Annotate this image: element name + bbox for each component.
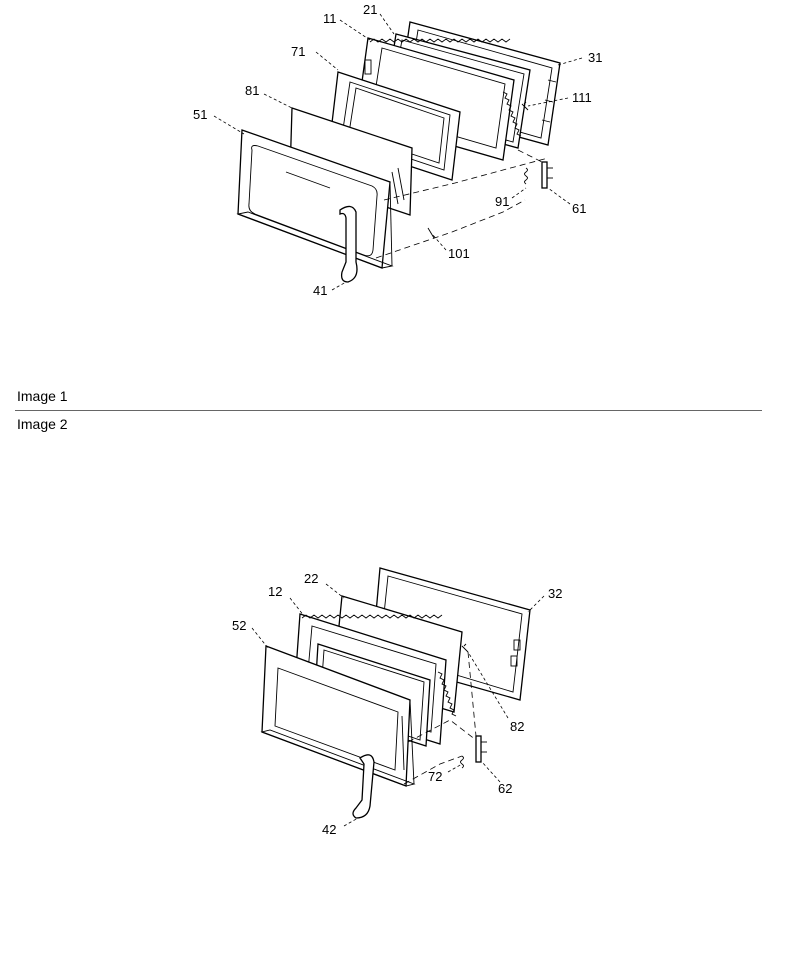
figure2-caption: Image 2: [17, 416, 68, 432]
label-101: 101: [448, 246, 470, 261]
label-71: 71: [291, 44, 305, 59]
part-91-spring: [524, 167, 528, 185]
label-32: 32: [548, 586, 562, 601]
label-81: 81: [245, 83, 259, 98]
label-21: 21: [363, 2, 377, 17]
part-82-screw: [461, 643, 469, 653]
part-111-screw: [521, 101, 529, 111]
label-62: 62: [498, 781, 512, 796]
label-61: 61: [572, 201, 586, 216]
label-12: 12: [268, 584, 282, 599]
part-42-handle: [352, 754, 375, 819]
part-71-gasket-frame: [329, 71, 461, 181]
figure1-drawing: 11 21 31 71 81 51 111 91 61 101 41: [193, 2, 602, 298]
part-61-latch: [541, 161, 553, 189]
label-72: 72: [428, 769, 442, 784]
figure2-drawing: 12 22 32 52 82 72 62 42: [232, 567, 562, 837]
label-42: 42: [322, 822, 336, 837]
label-111: 111: [572, 90, 592, 105]
part-72-spring: [460, 755, 464, 769]
part-52-outer-door: [260, 645, 416, 787]
label-51: 51: [193, 107, 207, 122]
label-82: 82: [510, 719, 524, 734]
label-22: 22: [304, 571, 318, 586]
part-41-handle: [339, 205, 358, 283]
label-52: 52: [232, 618, 246, 633]
figure-divider: [15, 410, 762, 411]
part-62-latch: [475, 735, 487, 763]
label-11: 11: [323, 11, 337, 26]
label-31: 31: [588, 50, 602, 65]
figure1-caption: Image 1: [17, 388, 68, 404]
label-41: 41: [313, 283, 327, 298]
part-101-pin: [427, 227, 435, 239]
label-91: 91: [495, 194, 509, 209]
